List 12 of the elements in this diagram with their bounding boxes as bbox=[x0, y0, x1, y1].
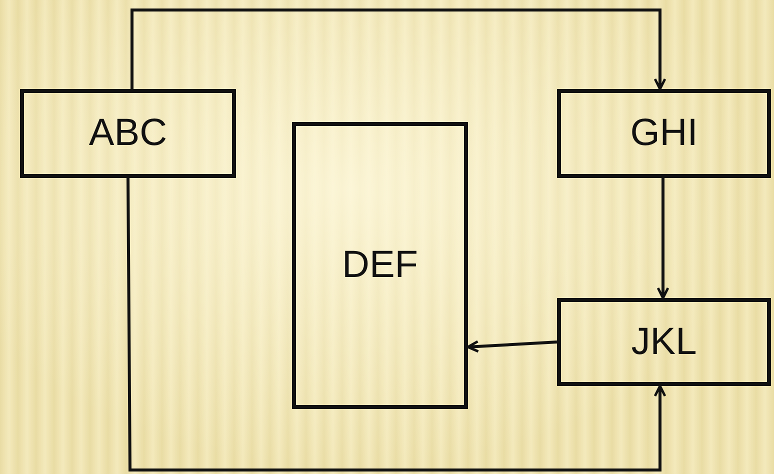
box-label: JKL bbox=[631, 320, 697, 364]
process-box bbox=[557, 89, 771, 178]
process-box bbox=[20, 89, 236, 178]
box-label: ABC bbox=[88, 112, 168, 155]
arrow bbox=[466, 340, 558, 353]
box-label: GHI bbox=[630, 112, 698, 155]
box-label: DEF bbox=[342, 244, 418, 287]
process-box bbox=[292, 122, 468, 409]
process-box bbox=[557, 298, 771, 386]
arrow bbox=[656, 178, 670, 300]
arrow bbox=[126, 178, 666, 472]
arrow bbox=[130, 8, 666, 90]
